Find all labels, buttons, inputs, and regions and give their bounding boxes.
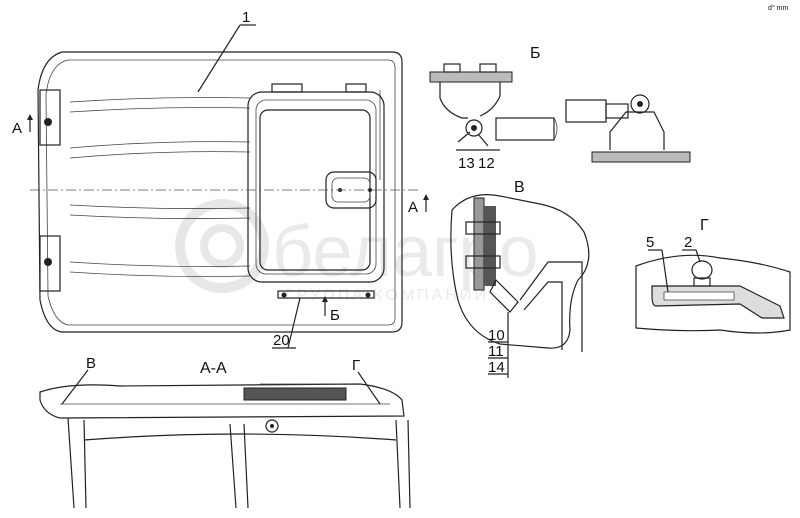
section-letter-v-bottom: В [86, 355, 96, 372]
corner-tag: d° mm [768, 4, 788, 12]
callout-10-number: 10 [488, 327, 505, 344]
watermark-logo-core [200, 224, 244, 268]
callout-13-number: 13 [458, 155, 475, 172]
callout-20: 20 [272, 297, 301, 349]
view-marker-b: Б [322, 296, 340, 324]
view-g-detail: Г 5 2 [635, 217, 791, 334]
view-v-title: В [514, 179, 525, 196]
mount-plate [429, 71, 513, 83]
roof-plan-view [30, 51, 420, 333]
view-letter-b: Б [330, 307, 340, 324]
watermark-logo-ring [175, 199, 269, 293]
view-g-title: Г [700, 217, 709, 234]
view-v-detail: В 10 11 14 [450, 179, 590, 378]
roof-profile [39, 383, 405, 419]
section-marker-a-right: А [408, 194, 429, 216]
view-b-title: Б [530, 45, 541, 62]
detail-boundary [450, 194, 590, 349]
watermark-brand: белагро [272, 212, 538, 292]
base-plate [591, 151, 691, 163]
hatch-section [243, 387, 347, 401]
section-aa-view: А-А В Г [39, 355, 411, 509]
callout-1-number: 1 [242, 9, 250, 26]
callout-5-number: 5 [646, 234, 654, 251]
hatch-frame [247, 91, 385, 283]
callout-1: 1 [197, 9, 256, 93]
watermark-subtitle: ГРУППА КОМПАНИЙ [285, 285, 489, 304]
section-aa-title: А-А [200, 360, 227, 377]
callout-12-number: 12 [478, 155, 495, 172]
section-letter-a-right: А [408, 199, 418, 216]
view-b-detail: Б 13 12 [429, 45, 691, 172]
hinge-bottom [39, 235, 61, 292]
callout-2-number: 2 [684, 234, 692, 251]
detail-boundary-g [635, 254, 791, 334]
hinge-top [39, 89, 61, 146]
callout-14-number: 14 [488, 359, 505, 376]
callout-20-number: 20 [273, 332, 290, 349]
section-marker-a-left: А [12, 114, 33, 137]
callout-11-number: 11 [488, 343, 504, 360]
section-letter-g-bottom: Г [352, 357, 360, 374]
section-letter-a-left: А [12, 120, 22, 137]
